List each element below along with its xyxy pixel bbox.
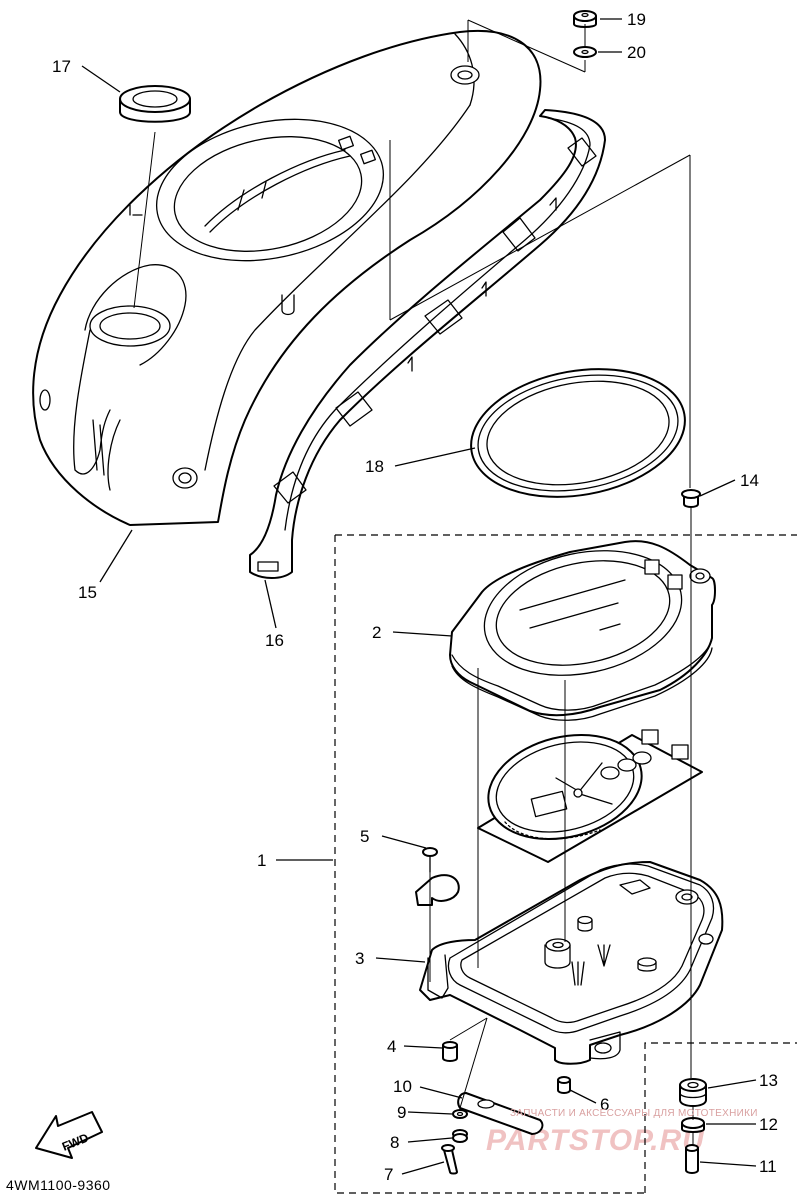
reference-lines	[133, 19, 694, 1146]
collar-12	[681, 1117, 705, 1133]
assembly-outline	[334, 534, 797, 1194]
label-part-10: 10	[393, 1077, 412, 1096]
cable-clamp-5	[415, 847, 460, 906]
label-part-8: 8	[390, 1133, 399, 1152]
label-part-2: 2	[372, 623, 381, 642]
leader-lines	[81, 18, 757, 1175]
meter-cover-15	[32, 30, 542, 526]
label-part-16: 16	[265, 631, 284, 650]
label-part-3: 3	[355, 949, 364, 968]
label-part-20: 20	[627, 43, 646, 62]
label-part-12: 12	[759, 1115, 778, 1134]
fwd-arrow: FWD	[35, 1111, 103, 1159]
meter-case-lower-3	[419, 861, 724, 1065]
screw-19	[573, 10, 597, 28]
label-part-14: 14	[740, 471, 759, 490]
washer-20	[573, 46, 597, 58]
label-part-18: 18	[365, 457, 384, 476]
screw-4	[442, 1041, 458, 1062]
label-part-5: 5	[360, 827, 369, 846]
bracket-10	[457, 1092, 544, 1135]
gasket-ring-18	[470, 368, 686, 498]
label-part-15: 15	[78, 583, 97, 602]
grommet-14	[681, 489, 701, 508]
label-part-4: 4	[387, 1037, 396, 1056]
washer-8	[452, 1129, 468, 1143]
screw-7	[441, 1144, 458, 1175]
grommet-17	[119, 85, 191, 123]
label-part-17: 17	[52, 57, 71, 76]
part-labels: 17 19 20 14 18 15 16 2 1 5 3 4 10 9 8 7 …	[52, 10, 778, 1184]
label-part-13: 13	[759, 1071, 778, 1090]
meter-dial-assembly	[477, 729, 703, 863]
drawing-code: 4WM1100-9360	[6, 1177, 111, 1193]
damper-13	[679, 1078, 707, 1107]
label-part-7: 7	[384, 1165, 393, 1184]
meter-case-upper-2	[449, 540, 716, 721]
label-part-1: 1	[257, 851, 266, 870]
label-part-6: 6	[600, 1095, 609, 1114]
washer-9	[452, 1109, 468, 1119]
watermark-tagline: ЗАПЧАСТИ И АКСЕССУАРЫ ДЛЯ МОТОТЕХНИКИ	[510, 1108, 758, 1119]
label-part-9: 9	[397, 1103, 406, 1122]
label-part-11: 11	[759, 1157, 777, 1176]
cover-trim-16	[249, 109, 606, 579]
screw-6	[557, 1076, 571, 1094]
label-part-19: 19	[627, 10, 646, 29]
screw-11	[685, 1144, 699, 1174]
